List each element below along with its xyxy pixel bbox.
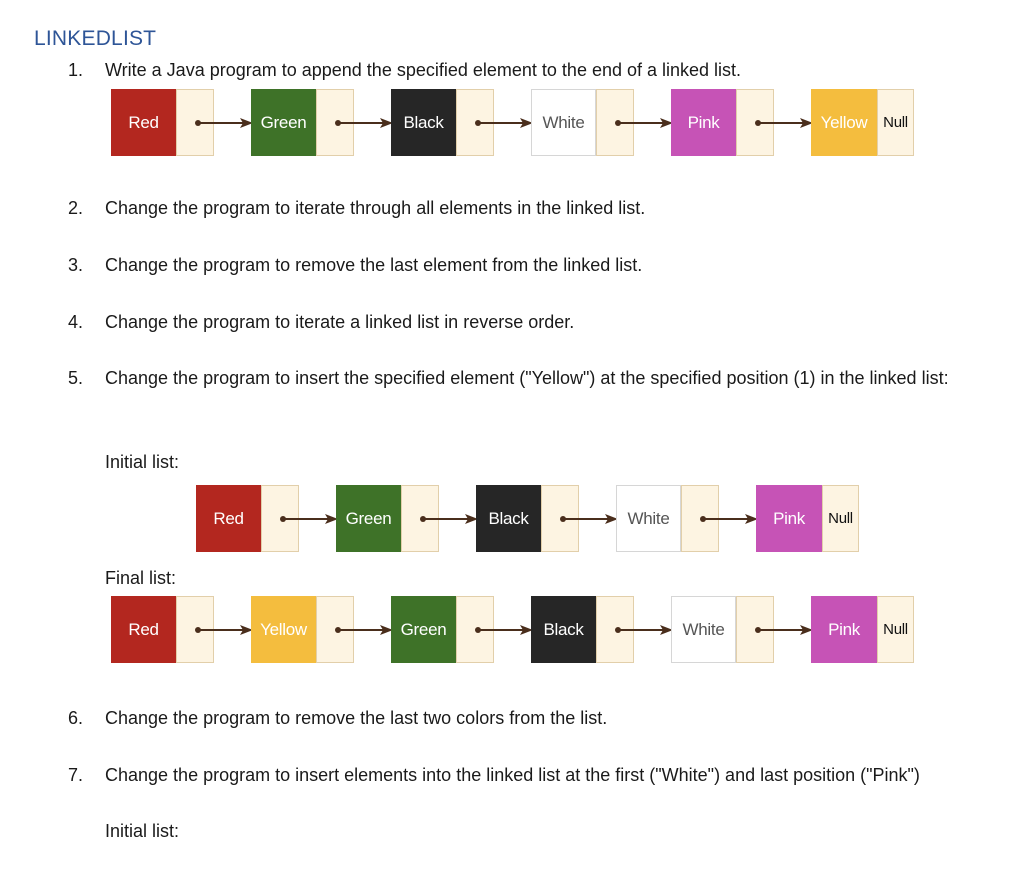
- node-value: Pink: [811, 596, 877, 663]
- arrow-icon: [755, 89, 815, 156]
- task-number: 6.: [68, 708, 84, 728]
- arrow-icon: [195, 596, 255, 663]
- task-text: Change the program to insert elements in…: [105, 765, 920, 785]
- arrow-icon: [700, 485, 760, 552]
- task-number: 1.: [68, 60, 84, 80]
- node-value: Green: [391, 596, 456, 663]
- list-node-black: Black: [391, 89, 494, 156]
- task-number: 5.: [68, 368, 84, 388]
- task-text: Change the program to remove the last tw…: [105, 708, 608, 728]
- node-value: Red: [111, 596, 176, 663]
- arrow-icon: [615, 596, 675, 663]
- task-text: Write a Java program to append the speci…: [105, 60, 742, 80]
- arrow-icon: [475, 89, 535, 156]
- arrow-icon: [755, 596, 815, 663]
- null-pointer: Null: [877, 596, 914, 663]
- initial-list-label-7: Initial list:: [105, 821, 180, 841]
- arrow-icon: [475, 596, 535, 663]
- null-pointer: Null: [877, 89, 914, 156]
- list-node-pink: Pink: [671, 89, 774, 156]
- node-value: White: [616, 485, 681, 552]
- arrow-icon: [280, 485, 340, 552]
- list-node-yellow: Yellow: [251, 596, 354, 663]
- task-text: Change the program to iterate through al…: [105, 198, 646, 218]
- list-node-red: Red: [111, 596, 214, 663]
- final-list-label: Final list:: [105, 568, 177, 588]
- node-value: White: [531, 89, 596, 156]
- page-heading: LINKEDLIST: [34, 27, 157, 50]
- node-value: Green: [251, 89, 316, 156]
- task-text: Change the program to remove the last el…: [105, 255, 643, 275]
- arrow-icon: [560, 485, 620, 552]
- node-value: Yellow: [811, 89, 877, 156]
- node-value: Black: [476, 485, 541, 552]
- task-number: 3.: [68, 255, 84, 275]
- arrow-icon: [420, 485, 480, 552]
- arrow-icon: [335, 596, 395, 663]
- task-number: 2.: [68, 198, 84, 218]
- arrow-icon: [335, 89, 395, 156]
- list-node-red: Red: [111, 89, 214, 156]
- task-text: Change the program to iterate a linked l…: [105, 312, 575, 332]
- node-value: Pink: [756, 485, 822, 552]
- node-value: Red: [111, 89, 176, 156]
- node-value: Red: [196, 485, 261, 552]
- node-value: Black: [391, 89, 456, 156]
- arrow-icon: [195, 89, 255, 156]
- list-node-white: White: [616, 485, 719, 552]
- task-number: 4.: [68, 312, 84, 332]
- arrow-icon: [615, 89, 675, 156]
- node-value: Yellow: [251, 596, 316, 663]
- node-value: Black: [531, 596, 596, 663]
- list-node-white: White: [671, 596, 774, 663]
- task-text: Change the program to insert the specifi…: [105, 368, 949, 388]
- null-pointer: Null: [822, 485, 859, 552]
- node-value: Green: [336, 485, 401, 552]
- initial-list-label: Initial list:: [105, 452, 180, 472]
- node-value: White: [671, 596, 736, 663]
- task-number: 7.: [68, 765, 84, 785]
- list-node-white: White: [531, 89, 634, 156]
- list-node-red: Red: [196, 485, 299, 552]
- node-value: Pink: [671, 89, 736, 156]
